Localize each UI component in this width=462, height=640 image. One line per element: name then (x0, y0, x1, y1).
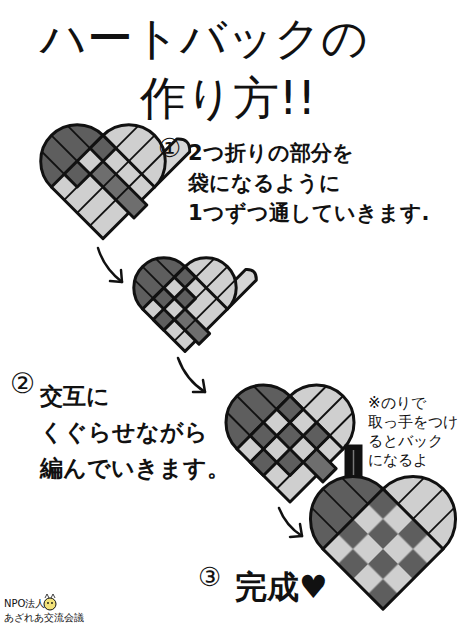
heart-stage-2 (121, 214, 262, 355)
page-title: ハートバックの 作り方!! (40, 8, 440, 128)
note-text: ※のりで 取っ手をつけ るとバック になるよ (368, 394, 458, 470)
step-text: 完成♥ (235, 568, 328, 606)
step-number: ② (10, 368, 35, 400)
org-name: NPO法人 (4, 598, 45, 610)
step-number: ③ (198, 562, 221, 592)
step-text: 交互に くぐらせながら 編んでいきます。 (40, 378, 230, 486)
step-number: ① (158, 133, 181, 163)
step-text: 2つ折りの部分を 袋になるように 1つずつ通していきます. (188, 138, 443, 228)
org-name: あざれあ交流会議 (4, 612, 84, 624)
step-arrows (98, 248, 302, 537)
mascot-icon (44, 594, 56, 610)
